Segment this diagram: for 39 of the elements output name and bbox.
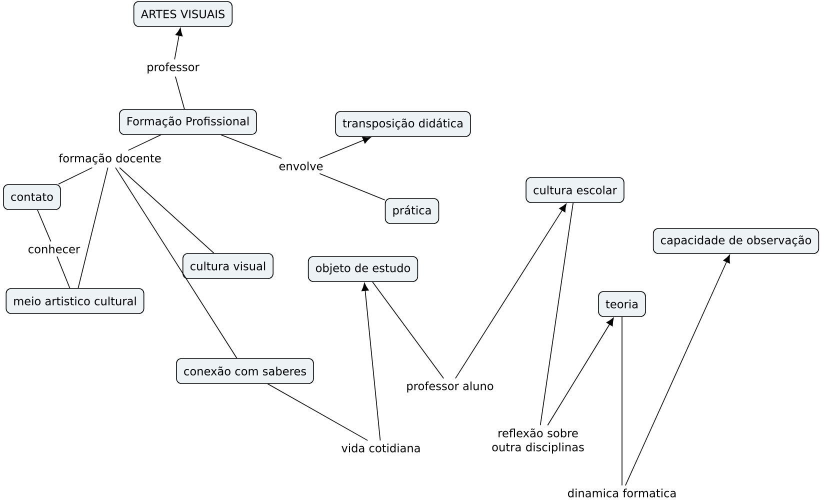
concept-box: objeto de estudo	[308, 256, 418, 282]
linking-phrase: dinamica formatica	[568, 488, 676, 498]
linking-phrase: conhecer	[28, 244, 80, 254]
connector-line	[37, 210, 52, 242]
connector-line	[540, 202, 574, 426]
connector-line	[119, 167, 214, 254]
arrow	[362, 282, 381, 441]
arrow	[319, 136, 371, 159]
arrow	[174, 28, 183, 60]
linking-phrase: envolve	[279, 162, 323, 170]
connector-line	[115, 167, 238, 358]
linking-phrase: formação docente	[58, 154, 161, 164]
concept-box: transposição didática	[335, 111, 471, 137]
concept-box: conexão com saberes	[176, 358, 314, 384]
linking-phrase: reflexão sobre outra disciplinas	[492, 428, 584, 454]
connector-line	[78, 167, 108, 288]
connector-line	[175, 76, 185, 110]
linking-phrase: professor aluno	[407, 382, 494, 392]
arrow	[625, 254, 730, 486]
concept-box: prática	[384, 198, 440, 224]
linking-phrase: professor	[148, 62, 200, 74]
concept-box: Formação Profissional	[119, 109, 257, 135]
connector-line	[267, 384, 368, 441]
connector-line	[128, 134, 162, 151]
connector-line	[58, 167, 93, 184]
linking-phrase: vida cotidiana	[342, 444, 420, 452]
concept-box: capacidade de observação	[652, 228, 820, 254]
concept-box: cultura visual	[182, 253, 274, 279]
concept-box: ARTES VISUAIS	[133, 1, 233, 27]
concept-box: meio artistico cultural	[6, 288, 144, 314]
connector-line	[220, 134, 282, 159]
arrow	[547, 318, 614, 426]
concept-box: teoria	[598, 291, 646, 317]
arrow	[455, 204, 566, 379]
concept-box: contato	[3, 184, 61, 210]
concept-box: cultura escolar	[526, 177, 624, 203]
connector-line	[56, 256, 70, 288]
connector-line	[319, 173, 386, 200]
connector-line	[372, 282, 444, 379]
